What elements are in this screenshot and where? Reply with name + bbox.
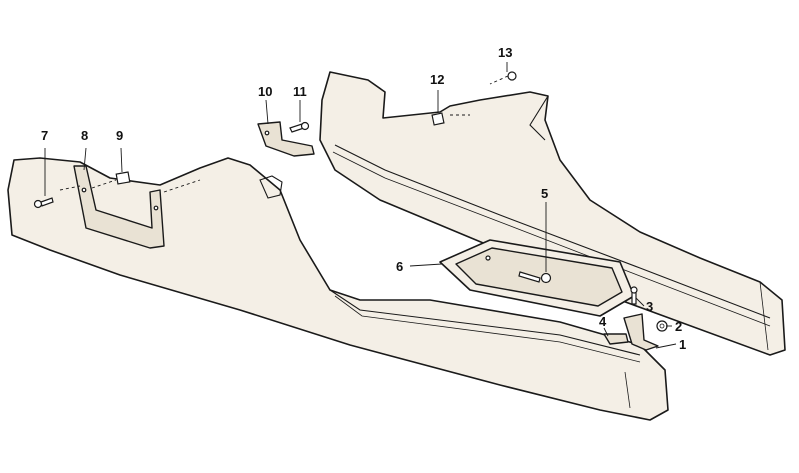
callout-2: 2 <box>675 319 682 334</box>
callout-1: 1 <box>679 337 686 352</box>
screw <box>630 286 638 305</box>
screw <box>289 121 310 133</box>
callout-10: 10 <box>258 84 272 99</box>
callout-9: 9 <box>116 128 123 143</box>
bracket-frame <box>73 165 165 249</box>
callout-labels: 7 8 9 10 11 12 13 5 6 3 2 4 1 <box>41 45 686 352</box>
bracket <box>603 333 629 345</box>
center-console-body <box>7 157 669 421</box>
screw <box>33 197 54 209</box>
nut <box>656 320 668 332</box>
callout-4: 4 <box>599 314 607 329</box>
clip-nut <box>115 171 131 185</box>
clip-nut <box>431 112 445 126</box>
callout-3: 3 <box>646 299 653 314</box>
bracket <box>623 313 659 351</box>
leader-lines <box>44 62 677 349</box>
callout-6: 6 <box>396 259 403 274</box>
callout-8: 8 <box>81 128 88 143</box>
callout-7: 7 <box>41 128 48 143</box>
screw <box>489 71 517 85</box>
callout-11: 11 <box>293 84 307 99</box>
screw <box>518 271 552 284</box>
callout-12: 12 <box>430 72 444 87</box>
mounting-bracket <box>257 121 315 157</box>
callout-13: 13 <box>498 45 512 60</box>
callout-5: 5 <box>541 186 548 201</box>
right-side-trim-panel <box>319 71 786 356</box>
